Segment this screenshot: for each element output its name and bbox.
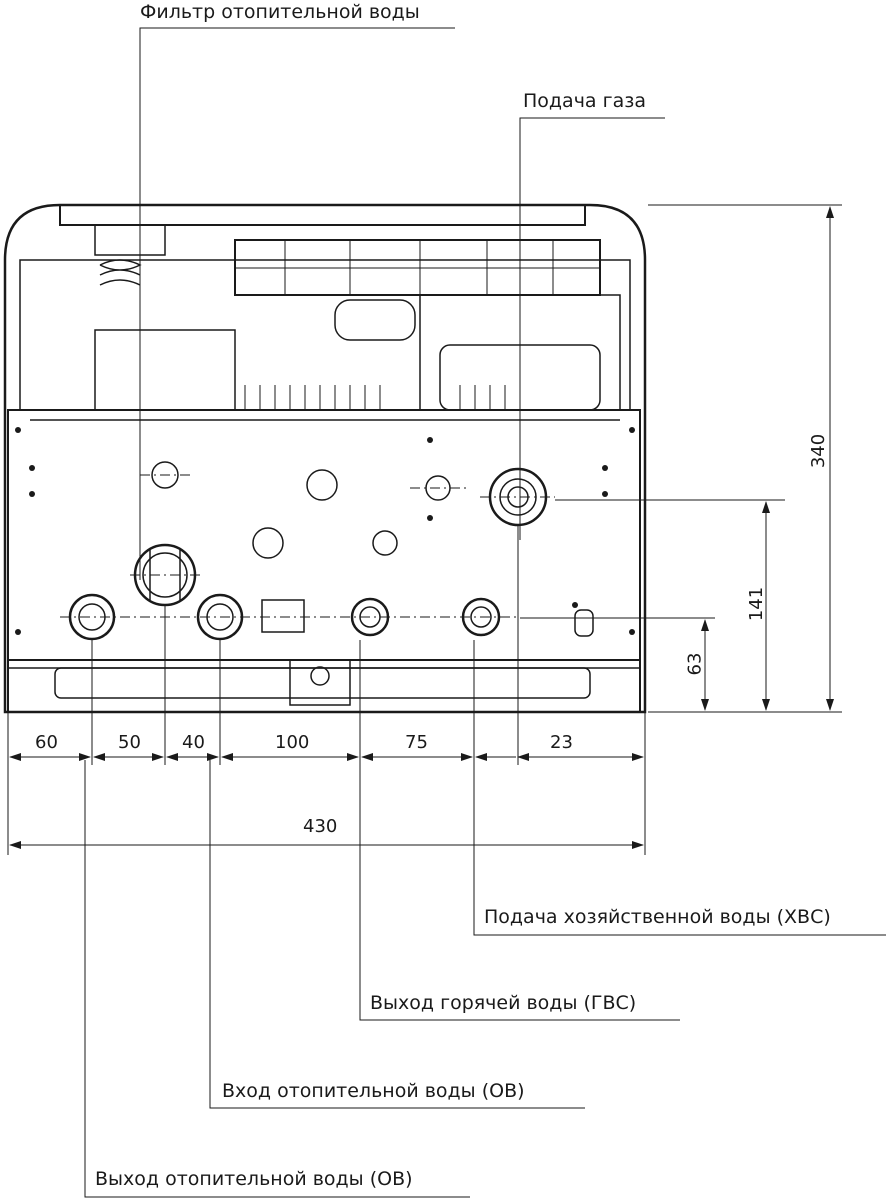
dim-pipes-height: 63: [684, 652, 706, 676]
dim-gas-height: 141: [746, 586, 768, 622]
gas-fitting: [488, 467, 548, 527]
dim-40: 40: [182, 732, 205, 753]
leader-lines: [84, 27, 886, 1198]
dim-75: 75: [405, 732, 428, 753]
dim-60: 60: [35, 732, 58, 753]
label-heating-inlet: Вход отопительной воды (ОВ): [222, 1080, 525, 1102]
dim-height: 340: [808, 433, 830, 469]
label-hot-water-outlet: Выход горячей воды (ГВС): [370, 992, 637, 1014]
dim-total-width: 430: [303, 816, 338, 837]
dim-23: 23: [550, 732, 573, 753]
label-gas-supply: Подача газа: [523, 90, 646, 112]
dim-50: 50: [118, 732, 141, 753]
dimension-lines: [7, 204, 842, 855]
label-heating-filter: Фильтр отопительной воды: [140, 1, 420, 23]
label-cold-water-supply: Подача хозяйственной воды (ХВС): [484, 906, 831, 928]
boiler-body: [3, 203, 647, 714]
label-heating-outlet: Выход отопительной воды (ОВ): [95, 1168, 413, 1190]
dim-100: 100: [275, 732, 310, 753]
